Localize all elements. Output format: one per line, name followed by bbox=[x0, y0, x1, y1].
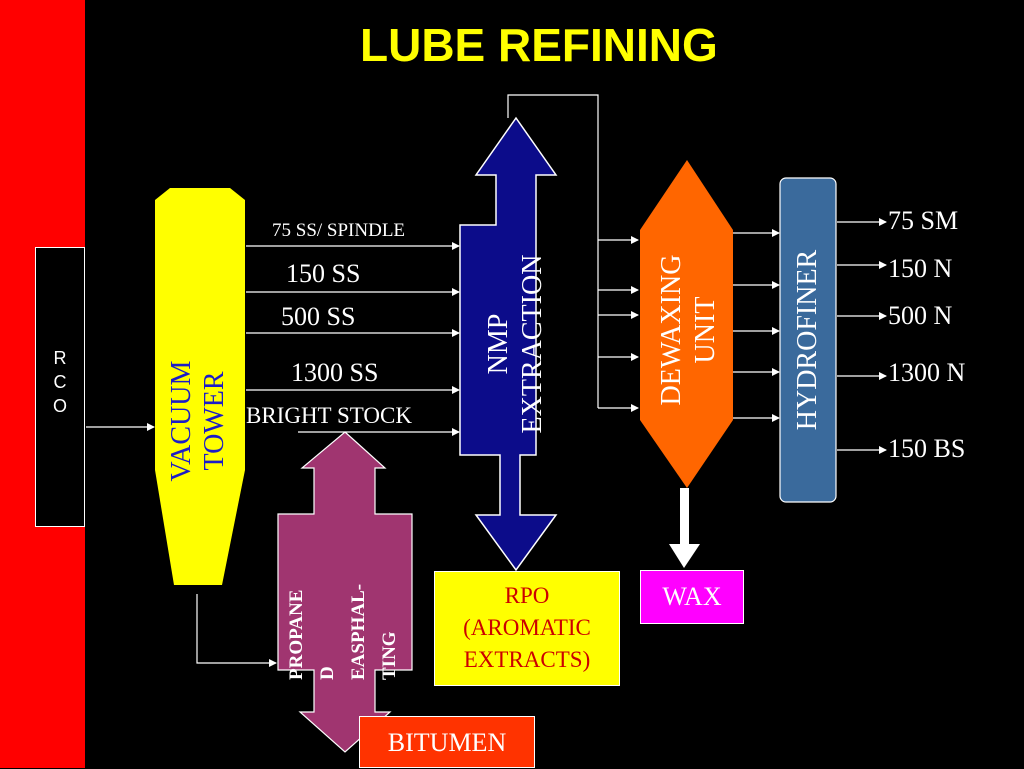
product-label-500n: 500 N bbox=[888, 301, 953, 330]
product-label-75sm: 75 SM bbox=[888, 206, 959, 235]
propane-deasphalting-shape bbox=[277, 431, 413, 753]
pda-line3: EASPHAL- bbox=[348, 583, 369, 680]
rpo-line3: EXTRACTS) bbox=[463, 647, 591, 672]
pda-line1: PROPANE bbox=[286, 589, 307, 680]
rco-letter-c: C bbox=[53, 372, 67, 392]
nmp-extraction-shape bbox=[459, 116, 558, 572]
vacuum-tower-line1: VACUUM bbox=[166, 360, 197, 482]
cut-label-1300ss: 1300 SS bbox=[291, 358, 379, 387]
rco-letter-r: R bbox=[53, 348, 67, 368]
dewaxing-line1: DEWAXING bbox=[656, 254, 687, 406]
hydrofiner-label: HYDROFINER bbox=[792, 249, 823, 431]
dewaxing-unit-shape bbox=[640, 160, 733, 488]
dewaxing-unit-label: DEWAXING UNIT bbox=[655, 250, 727, 410]
product-label-1300n: 1300 N bbox=[888, 358, 966, 387]
nmp-extraction-label: NMP EXTRACTION bbox=[482, 244, 554, 444]
rco-letter-o: O bbox=[52, 396, 67, 416]
rpo-aromatic-extracts-box: RPO (AROMATIC EXTRACTS) bbox=[434, 571, 620, 686]
cut-label-150ss: 150 SS bbox=[286, 259, 361, 288]
dewaxing-line2: UNIT bbox=[690, 296, 721, 364]
pda-line4: TING bbox=[379, 631, 400, 680]
cut-label-bright-stock: BRIGHT STOCK bbox=[246, 403, 412, 428]
vacuum-tower-line2: TOWER bbox=[199, 371, 230, 471]
propane-deasphalting-label: PROPANE D EASPHAL- TING bbox=[281, 530, 405, 680]
hydrofiner-shape bbox=[779, 177, 837, 503]
product-label-150n: 150 N bbox=[888, 254, 953, 283]
vacuum-tower-label: VACUUM TOWER bbox=[165, 351, 235, 491]
rco-feed-box: R C O bbox=[35, 247, 85, 527]
cut-label-500ss: 500 SS bbox=[281, 302, 356, 331]
cut-label-75ss-spindle: 75 SS/ SPINDLE bbox=[272, 220, 406, 241]
page-title: LUBE REFINING bbox=[360, 19, 718, 71]
rpo-line2: (AROMATIC bbox=[463, 615, 591, 640]
nmp-line2: EXTRACTION bbox=[517, 254, 548, 434]
rpo-line1: RPO bbox=[504, 583, 550, 608]
wax-box: WAX bbox=[640, 570, 744, 624]
nmp-line1: NMP bbox=[483, 313, 514, 375]
bitumen-box: BITUMEN bbox=[359, 716, 535, 768]
pda-line2: D bbox=[317, 666, 338, 680]
product-label-150bs: 150 BS bbox=[888, 434, 966, 463]
vacuum-tower-shape bbox=[155, 188, 245, 585]
